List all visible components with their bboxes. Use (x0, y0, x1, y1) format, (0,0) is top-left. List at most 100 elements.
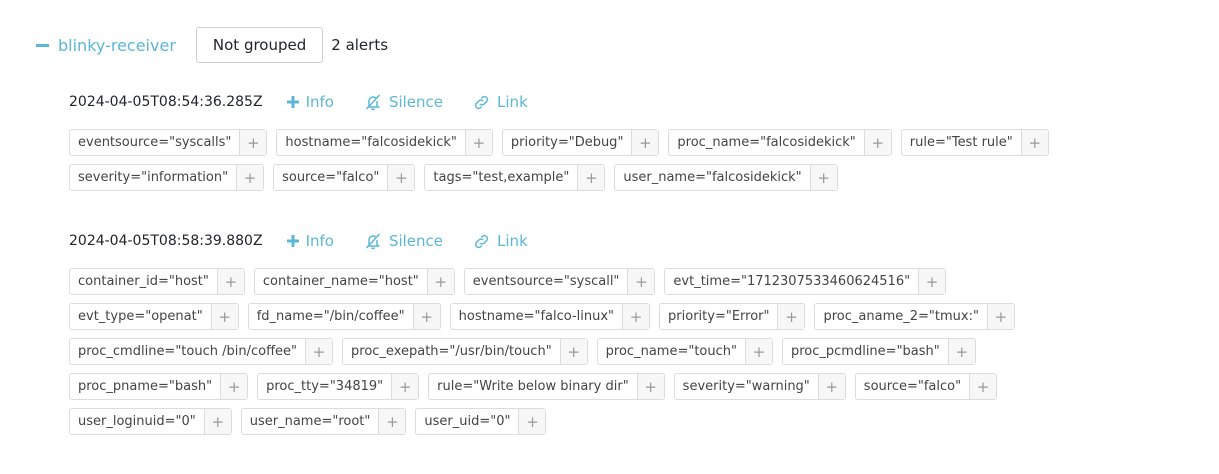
grouping-button[interactable]: Not grouped (195, 27, 324, 63)
silence-button[interactable]: Silence (364, 93, 443, 111)
label-chip: user_loginuid="0" + (69, 408, 232, 435)
alert-header: 2024-04-05T08:58:39.880Z Info Silence Li… (69, 230, 1099, 252)
label-text[interactable]: user_loginuid="0" (78, 414, 196, 429)
silence-label: Silence (388, 93, 444, 111)
label-text[interactable]: priority="Debug" (510, 135, 624, 150)
plus-icon[interactable]: + (631, 130, 659, 155)
plus-icon[interactable]: + (305, 339, 333, 364)
alert-card: 2024-04-05T08:58:39.880Z Info Silence Li… (69, 230, 1099, 443)
plus-icon[interactable]: + (518, 409, 546, 434)
label-text[interactable]: fd_name="/bin/coffee" (256, 309, 405, 324)
label-text[interactable]: proc_aname_2="tmux:" (823, 309, 979, 324)
info-label: Info (305, 232, 334, 250)
label-text[interactable]: rule="Test rule" (909, 135, 1013, 150)
label-text[interactable]: evt_type="openat" (78, 309, 203, 324)
label-chip: evt_time="1712307533460624516" + (664, 268, 947, 295)
label-text[interactable]: proc_exepath="/usr/bin/touch" (351, 344, 552, 359)
label-chip: proc_cmdline="touch /bin/coffee" + (69, 338, 334, 365)
info-label: Info (305, 93, 334, 111)
label-chip: proc_pname="bash" + (69, 373, 249, 400)
label-chip: severity="warning" + (673, 373, 846, 400)
label-text[interactable]: rule="Write below binary dir" (437, 379, 629, 394)
plus-icon[interactable]: + (947, 339, 975, 364)
label-chip: user_name="falcosidekick" + (614, 164, 838, 191)
label-text[interactable]: proc_name="touch" (605, 344, 737, 359)
plus-icon[interactable]: + (239, 130, 267, 155)
label-text[interactable]: priority="Error" (668, 309, 770, 324)
label-text[interactable]: proc_pcmdline="bash" (790, 344, 940, 359)
label-chip: hostname="falcosidekick" + (276, 129, 493, 156)
label-text[interactable]: user_uid="0" (424, 414, 511, 429)
plus-icon[interactable]: + (216, 269, 244, 294)
plus-icon[interactable]: + (220, 374, 248, 399)
plus-icon[interactable]: + (426, 269, 454, 294)
plus-icon[interactable]: + (627, 269, 655, 294)
plus-icon[interactable]: + (203, 409, 231, 434)
link-button[interactable]: Link (473, 232, 528, 250)
label-text[interactable]: container_name="host" (262, 274, 419, 289)
silence-label: Silence (388, 232, 444, 250)
plus-icon[interactable]: + (387, 165, 415, 190)
silence-button[interactable]: Silence (364, 232, 443, 250)
label-chip: source="falco" + (854, 373, 998, 400)
label-text[interactable]: severity="information" (78, 170, 229, 185)
plus-icon[interactable]: + (622, 304, 650, 329)
plus-icon[interactable]: + (412, 304, 440, 329)
plus-icon[interactable]: + (809, 165, 837, 190)
receiver-name[interactable]: blinky-receiver (58, 35, 176, 55)
label-text[interactable]: proc_pname="bash" (78, 379, 213, 394)
label-chip: container_id="host" + (69, 268, 245, 295)
plus-icon[interactable]: + (378, 409, 406, 434)
label-chip: rule="Test rule" + (900, 129, 1049, 156)
label-chip: hostname="falco-linux" + (449, 303, 651, 330)
label-text[interactable]: container_id="host" (78, 274, 209, 289)
label-text[interactable]: proc_name="falcosidekick" (677, 135, 856, 150)
label-text[interactable]: user_name="falcosidekick" (623, 170, 802, 185)
plus-icon[interactable]: + (559, 339, 587, 364)
plus-icon[interactable]: + (210, 304, 238, 329)
info-button[interactable]: Info (286, 232, 334, 250)
label-chip: priority="Error" + (659, 303, 806, 330)
label-chip: proc_pcmdline="bash" + (781, 338, 976, 365)
plus-icon[interactable]: + (636, 374, 664, 399)
label-chip: tags="test,example" + (424, 164, 606, 191)
label-text[interactable]: evt_time="1712307533460624516" (673, 274, 911, 289)
plus-icon[interactable]: + (986, 304, 1014, 329)
label-text[interactable]: severity="warning" (682, 379, 810, 394)
plus-icon[interactable]: + (236, 165, 264, 190)
label-text[interactable]: eventsource="syscalls" (78, 135, 232, 150)
label-chip: fd_name="/bin/coffee" + (247, 303, 441, 330)
plus-icon[interactable]: + (918, 269, 946, 294)
plus-icon[interactable]: + (817, 374, 845, 399)
minus-icon[interactable] (36, 43, 49, 47)
bell-slash-icon (365, 94, 381, 111)
plus-icon[interactable]: + (969, 374, 997, 399)
label-chip: priority="Debug" + (501, 129, 660, 156)
label-text[interactable]: proc_cmdline="touch /bin/coffee" (78, 344, 298, 359)
alert-group-header: blinky-receiver Not grouped 2 alerts (36, 26, 388, 64)
label-chip: container_name="host" + (253, 268, 455, 295)
plus-icon[interactable]: + (1020, 130, 1048, 155)
label-text[interactable]: source="falco" (863, 379, 962, 394)
link-button[interactable]: Link (473, 93, 528, 111)
label-text[interactable]: user_name="root" (249, 414, 371, 429)
plus-icon[interactable]: + (863, 130, 891, 155)
label-text[interactable]: source="falco" (282, 170, 380, 185)
label-text[interactable]: hostname="falcosidekick" (285, 135, 457, 150)
plus-icon[interactable]: + (577, 165, 605, 190)
label-chip: user_uid="0" + (415, 408, 547, 435)
plus-icon[interactable]: + (744, 339, 772, 364)
label-text[interactable]: hostname="falco-linux" (458, 309, 615, 324)
alert-card: 2024-04-05T08:54:36.285Z Info Silence Li… (69, 91, 1099, 199)
plus-icon[interactable]: + (464, 130, 492, 155)
plus-icon[interactable]: + (777, 304, 805, 329)
label-chip: evt_type="openat" + (69, 303, 239, 330)
plus-icon[interactable]: + (391, 374, 419, 399)
label-chip: rule="Write below binary dir" + (428, 373, 665, 400)
label-chip: eventsource="syscall" + (463, 268, 656, 295)
label-text[interactable]: tags="test,example" (433, 170, 570, 185)
label-text[interactable]: eventsource="syscall" (472, 274, 620, 289)
label-text[interactable]: proc_tty="34819" (266, 379, 384, 394)
link-icon (474, 95, 489, 109)
info-button[interactable]: Info (286, 93, 334, 111)
